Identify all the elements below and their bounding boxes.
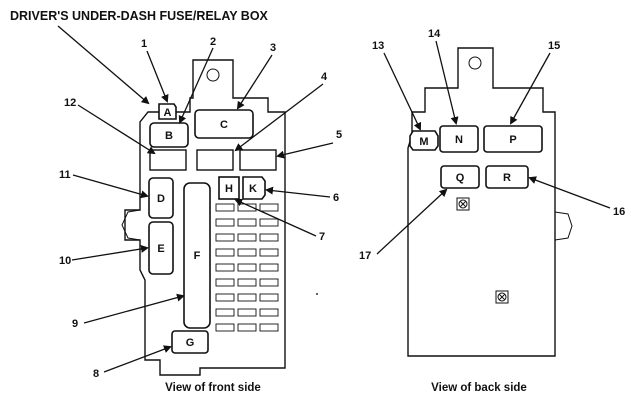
relay-m <box>409 130 439 151</box>
relay-r-label: R <box>503 172 511 184</box>
relay-e-label: E <box>157 243 164 255</box>
relay-m-label: M <box>419 136 428 148</box>
front-socket-4 <box>196 149 234 171</box>
front-mount-hole <box>206 68 220 82</box>
relay-f <box>183 182 211 329</box>
leader-9 <box>83 293 185 324</box>
front-socket-5 <box>239 149 277 171</box>
relay-f-label: F <box>194 250 201 262</box>
relay-c-label: C <box>220 119 228 131</box>
relay-n-label: N <box>455 134 463 146</box>
callout-3: 3 <box>270 42 276 54</box>
leader-15 <box>510 52 551 125</box>
callout-17: 17 <box>359 250 371 262</box>
relay-g-label: G <box>186 337 195 349</box>
front-side-view: A B C D E F H K G <box>59 36 342 394</box>
relay-d <box>148 177 174 219</box>
relay-b-label: B <box>165 130 173 142</box>
back-mount-hole <box>468 56 482 70</box>
relay-q <box>440 165 480 189</box>
leader-5 <box>276 142 334 159</box>
leader-6 <box>265 186 331 198</box>
relay-a-label: A <box>164 107 172 119</box>
fuse-slot-grid <box>215 203 279 332</box>
callout-4: 4 <box>321 71 328 83</box>
callout-1: 1 <box>141 38 147 50</box>
callout-9: 9 <box>72 318 78 330</box>
back-housing <box>407 47 556 357</box>
callout-10: 10 <box>59 255 71 267</box>
callout-12: 12 <box>64 97 76 109</box>
back-caption: View of back side <box>431 382 527 394</box>
callout-11: 11 <box>59 169 71 181</box>
screw-boss-upper <box>456 197 470 211</box>
leader-14 <box>435 40 459 125</box>
stray-dot <box>316 293 318 295</box>
relay-q-label: Q <box>456 172 465 184</box>
leader-7 <box>234 198 317 237</box>
leader-12 <box>77 104 156 155</box>
leader-3 <box>236 54 273 110</box>
leader-10 <box>71 244 149 261</box>
front-socket-12 <box>149 149 187 171</box>
relay-k-label: K <box>249 183 257 195</box>
relay-h <box>218 176 240 200</box>
relay-a <box>158 103 177 120</box>
callout-13: 13 <box>372 40 384 52</box>
screw-boss-lower <box>495 290 509 304</box>
title-leader-line <box>57 25 150 105</box>
front-side-bracket <box>121 209 141 241</box>
relay-c <box>194 109 254 139</box>
relay-r <box>485 165 529 189</box>
callout-15: 15 <box>548 40 560 52</box>
relay-p <box>483 125 543 153</box>
leader-4 <box>234 83 324 152</box>
relay-n <box>439 125 479 153</box>
callout-14: 14 <box>428 28 441 40</box>
relay-b <box>149 122 189 148</box>
leader-11 <box>72 174 149 199</box>
callout-7: 7 <box>319 231 325 243</box>
back-side-bracket <box>554 211 573 241</box>
relay-e <box>148 221 174 275</box>
leader-1 <box>146 50 169 103</box>
callout-2: 2 <box>210 36 216 48</box>
callout-16: 16 <box>613 206 625 218</box>
leader-2 <box>178 47 214 124</box>
callout-6: 6 <box>333 192 339 204</box>
back-side-view: M N P Q R 13 14 15 16 17 <box>359 28 625 394</box>
relay-h-label: H <box>225 183 233 195</box>
leader-8 <box>103 345 172 373</box>
relay-g <box>171 330 209 354</box>
leader-13 <box>383 52 422 131</box>
callout-5: 5 <box>336 129 342 141</box>
relay-d-label: D <box>157 193 165 205</box>
leader-16 <box>528 176 611 209</box>
front-caption: View of front side <box>165 382 261 394</box>
diagram-title: DRIVER'S UNDER-DASH FUSE/RELAY BOX <box>10 9 269 23</box>
leader-17 <box>376 188 448 255</box>
relay-p-label: P <box>509 134 516 146</box>
callout-8: 8 <box>93 368 99 380</box>
